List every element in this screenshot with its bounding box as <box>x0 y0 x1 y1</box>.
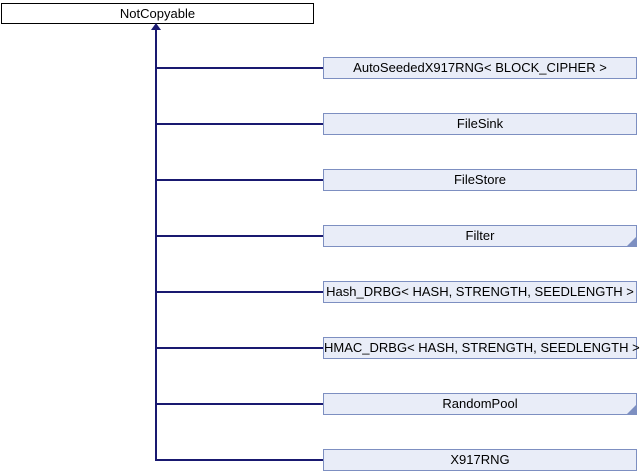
truncated-corner-icon <box>627 405 636 414</box>
class-node-label: FileSink <box>456 116 504 131</box>
class-node-label: X917RNG <box>450 452 510 467</box>
connector-branch <box>155 291 323 293</box>
class-node-autoseededx917rng[interactable]: AutoSeededX917RNG< BLOCK_CIPHER > <box>323 57 637 79</box>
connector-branch <box>155 235 323 237</box>
connector-branch <box>155 347 323 349</box>
class-node-label: Hash_DRBG< HASH, STRENGTH, SEEDLENGTH > <box>326 284 634 299</box>
class-node-x917rng[interactable]: X917RNG <box>323 449 637 471</box>
class-node-hash-drbg[interactable]: Hash_DRBG< HASH, STRENGTH, SEEDLENGTH > <box>323 281 637 303</box>
class-node-label: HMAC_DRBG< HASH, STRENGTH, SEEDLENGTH > <box>324 340 640 355</box>
connector-branch <box>155 179 323 181</box>
class-node-filesink[interactable]: FileSink <box>323 113 637 135</box>
connector-branch <box>155 123 323 125</box>
class-node-label: FileStore <box>453 172 507 187</box>
connector-branch <box>155 459 323 461</box>
connector-trunk <box>155 29 157 461</box>
class-node-label: AutoSeededX917RNG< BLOCK_CIPHER > <box>353 60 607 75</box>
class-node-label: Filter <box>465 228 495 243</box>
class-node-filter[interactable]: Filter <box>323 225 637 247</box>
class-node-label: NotCopyable <box>119 6 196 21</box>
class-node-label: RandomPool <box>442 396 518 411</box>
class-node-hmac-drbg[interactable]: HMAC_DRBG< HASH, STRENGTH, SEEDLENGTH > <box>323 337 640 359</box>
class-node-randompool[interactable]: RandomPool <box>323 393 637 415</box>
truncated-corner-icon <box>627 237 636 246</box>
class-node-filestore[interactable]: FileStore <box>323 169 637 191</box>
class-node-notcopyable: NotCopyable <box>1 3 314 24</box>
inheritance-arrow-icon <box>151 23 161 30</box>
connector-branch <box>155 67 323 69</box>
connector-branch <box>155 403 323 405</box>
